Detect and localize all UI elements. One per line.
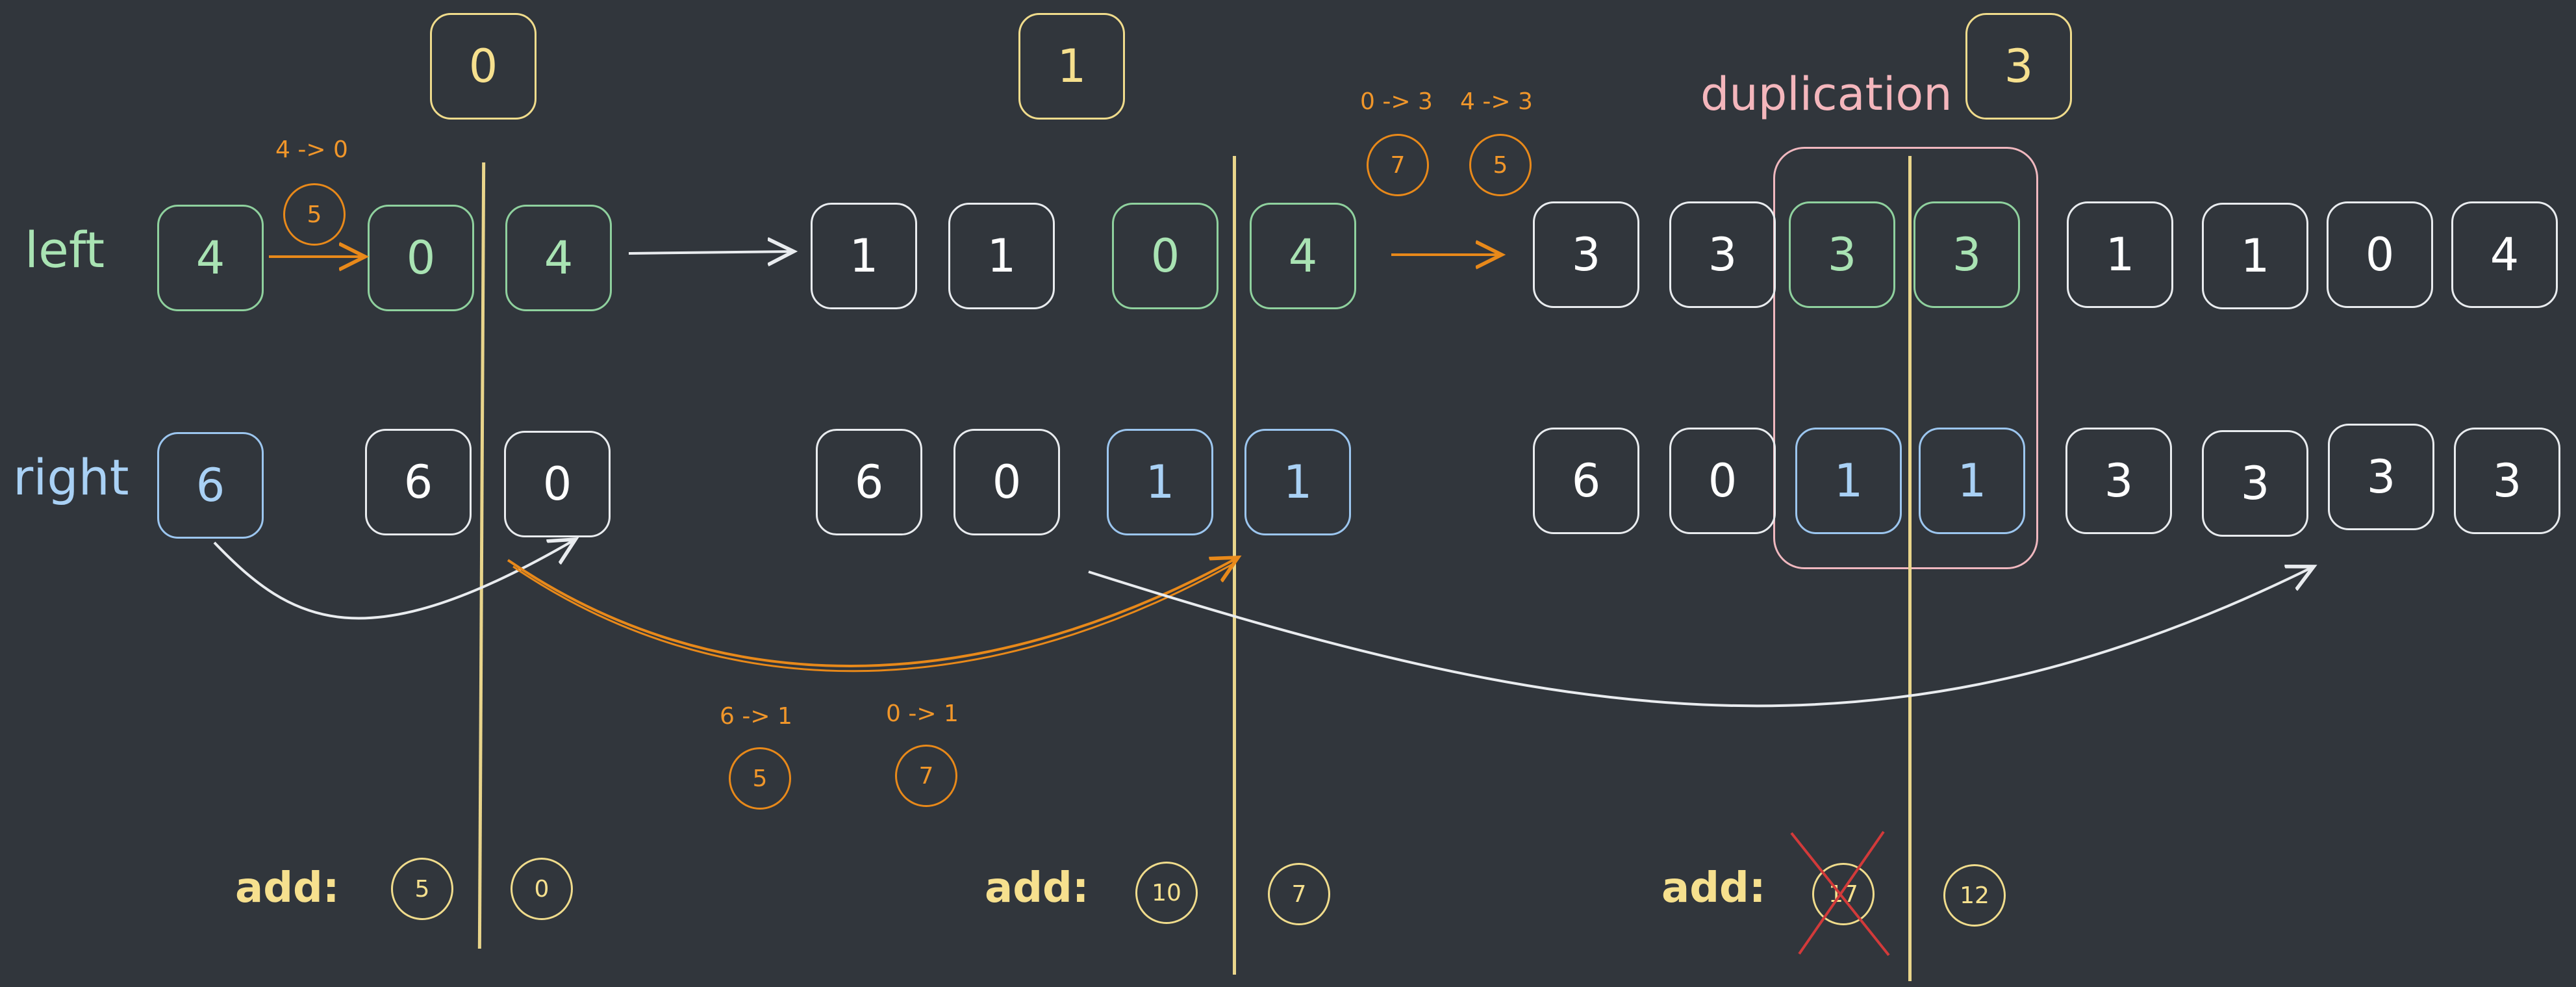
right-cell: 3	[2454, 428, 2560, 534]
move-annotation: 0 -> 3	[1360, 88, 1433, 115]
left-cell: 4	[1250, 203, 1356, 309]
right-cell: 6	[365, 429, 472, 535]
move-annotation: 6 -> 1	[720, 703, 792, 730]
add-before-value: 10	[1135, 862, 1198, 924]
right-row-label: right	[13, 448, 129, 506]
add-after-value: 7	[1268, 863, 1330, 925]
white-curve-arrow	[213, 539, 575, 620]
duplication-highlight	[1773, 147, 2038, 569]
left-cell: 1	[948, 203, 1055, 309]
left-cell: 3	[1669, 201, 1776, 308]
left-row-label: left	[25, 221, 105, 279]
left-cell: 3	[1913, 201, 2020, 308]
left-cell: 3	[1533, 201, 1639, 308]
right-cell: 3	[2202, 430, 2308, 537]
left-cell: 1	[2067, 201, 2173, 308]
right-cell: 6	[816, 429, 922, 535]
right-cell: 1	[1244, 429, 1351, 535]
add-label: add:	[985, 864, 1089, 912]
right-cell: 0	[953, 429, 1060, 535]
move-value-circle: 5	[729, 747, 791, 810]
move-value-circle: 5	[1469, 134, 1532, 196]
left-cell: 1	[811, 203, 917, 309]
index-box-0: 0	[430, 13, 537, 120]
left-cell: 0	[1112, 203, 1219, 309]
duplication-label: duplication	[1700, 68, 1952, 121]
right-cell: 6	[157, 432, 264, 539]
right-cell: 1	[1919, 428, 2025, 534]
index-box-1: 1	[1018, 13, 1125, 120]
index-box-3: 3	[1965, 13, 2072, 120]
orange-curve-arrow	[507, 558, 1238, 667]
right-cell: 3	[2065, 428, 2172, 534]
left-cell: 4	[157, 205, 264, 311]
transition-arrow	[628, 251, 794, 253]
left-cell: 1	[2202, 203, 2308, 309]
right-cell: 1	[1795, 428, 1902, 534]
move-value-circle: 5	[283, 183, 346, 246]
left-cell: 4	[2451, 201, 2558, 308]
add-after-value: 12	[1943, 864, 2006, 927]
move-value-circle: 7	[895, 745, 957, 807]
left-cell: 3	[1789, 201, 1895, 308]
long-white-curve-arrow	[1088, 567, 2314, 708]
right-cell: 6	[1533, 428, 1639, 534]
move-annotation: 0 -> 1	[886, 700, 959, 727]
add-label: add:	[1661, 864, 1766, 912]
left-cell: 0	[2327, 201, 2433, 308]
move-annotation: 4 -> 0	[275, 136, 348, 163]
move-annotation: 4 -> 3	[1460, 88, 1533, 115]
add-after-value: 0	[511, 858, 573, 920]
right-cell: 1	[1107, 429, 1213, 535]
add-label: add:	[235, 864, 340, 912]
add-before-value: 5	[391, 858, 453, 920]
right-cell: 0	[504, 431, 611, 537]
move-value-circle: 7	[1367, 134, 1429, 196]
index-3-divider	[1908, 156, 1912, 981]
right-cell: 3	[2328, 424, 2434, 530]
left-cell: 4	[505, 205, 612, 311]
right-cell: 0	[1669, 428, 1776, 534]
